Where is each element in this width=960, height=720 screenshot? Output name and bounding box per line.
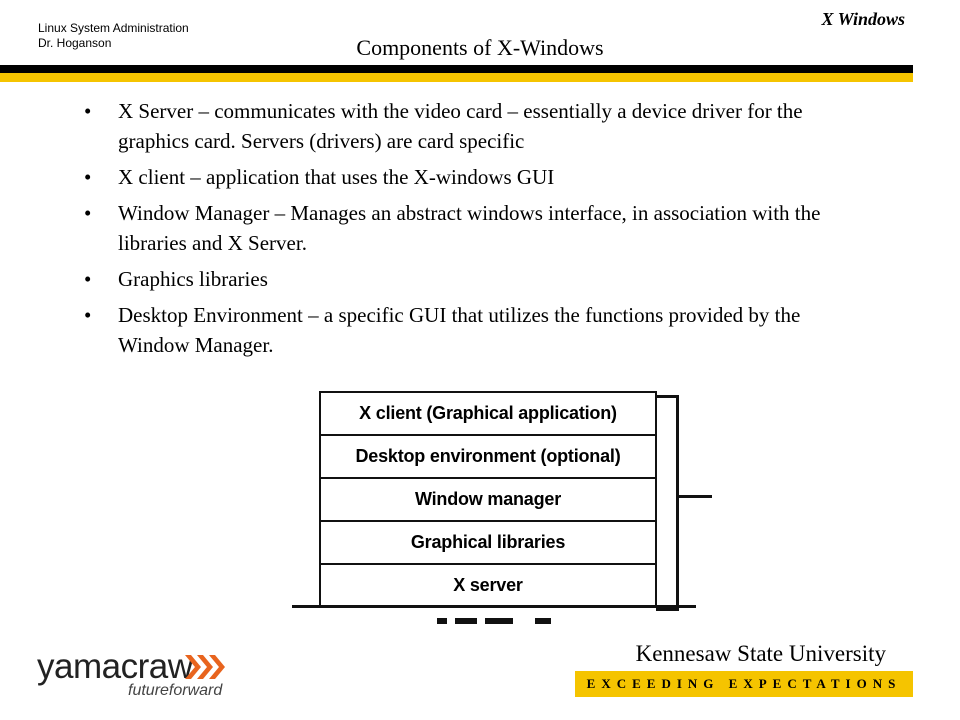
logo-tagline: futureforward — [128, 682, 223, 699]
instructor-name: Dr. Hoganson — [38, 36, 112, 50]
bullet-item: Desktop Environment – a specific GUI tha… — [80, 300, 860, 360]
chevron-arrows-icon — [185, 655, 225, 679]
layer-x-client: X client (Graphical application) — [321, 393, 655, 436]
bullet-item: X client – application that uses the X-w… — [80, 162, 860, 192]
header-rule-gold — [0, 73, 913, 82]
bullet-list: X Server – communicates with the video c… — [80, 96, 860, 366]
layer-x-server: X server — [321, 565, 655, 607]
layer-window-manager: Window manager — [321, 479, 655, 522]
course-header: Linux System Administration Dr. Hoganson — [38, 21, 189, 51]
topic-label: X Windows — [821, 9, 905, 29]
yamacraw-logo: yamacraw futureforward — [37, 647, 237, 707]
diagram-baseline — [292, 605, 696, 608]
course-name: Linux System Administration — [38, 21, 189, 35]
logo-wordmark: yamacraw — [37, 647, 193, 686]
header-rule-black — [0, 65, 913, 73]
bullet-item: X Server – communicates with the video c… — [80, 96, 860, 156]
university-name: Kennesaw State University — [635, 641, 886, 666]
diagram-bracket-tick — [678, 495, 712, 498]
bullet-item: Graphics libraries — [80, 264, 860, 294]
diagram-bracket — [656, 395, 679, 611]
slide-title: Components of X-Windows — [356, 35, 604, 60]
bullet-item: Window Manager – Manages an abstract win… — [80, 198, 860, 258]
x-layer-diagram: X client (Graphical application) Desktop… — [319, 391, 657, 607]
layer-desktop-environment: Desktop environment (optional) — [321, 436, 655, 479]
diagram-cutoff-fragment — [415, 618, 575, 632]
motto-banner: EXCEEDING EXPECTATIONS — [575, 671, 913, 697]
header-rule-notch — [913, 65, 960, 82]
layer-graphical-libraries: Graphical libraries — [321, 522, 655, 565]
